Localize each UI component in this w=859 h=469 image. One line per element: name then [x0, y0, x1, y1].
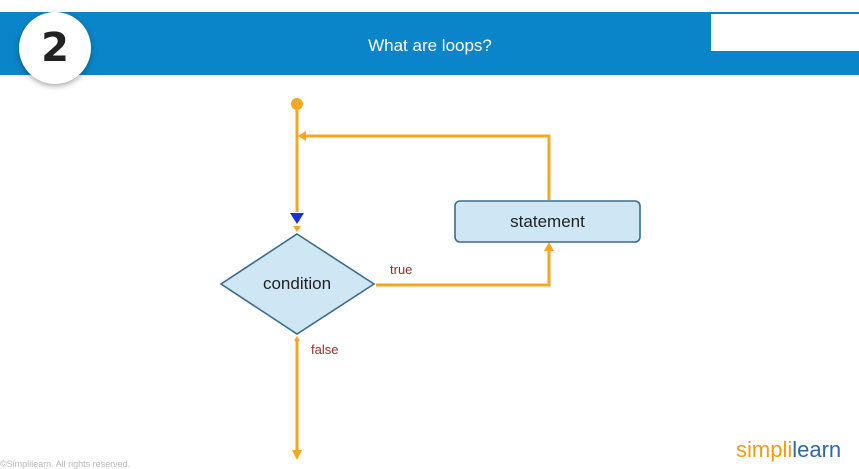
- slide-title: What are loops?: [368, 36, 492, 55]
- brand-part-3: learn: [792, 437, 842, 462]
- statement-box: [454, 200, 641, 243]
- false-label: false: [311, 342, 339, 357]
- entry-arrowhead-tip: [293, 226, 301, 232]
- flow-line-loop-back: [300, 134, 551, 200]
- true-label: true: [390, 262, 413, 277]
- true-arrowhead: [544, 242, 554, 251]
- entry-arrowhead-icon: [290, 213, 304, 224]
- decision-diamond: [219, 233, 376, 335]
- brand-part-1: simpl: [736, 437, 788, 462]
- loop-back-arrowhead: [298, 131, 306, 141]
- statement-label: statement: [510, 212, 585, 231]
- false-start-tick: [294, 336, 300, 341]
- decision-label: condition: [262, 274, 332, 293]
- flow-line-true: [376, 250, 551, 287]
- false-arrowhead: [292, 450, 302, 460]
- header-white-patch: [711, 14, 859, 51]
- slide-number-badge: 2: [19, 12, 91, 84]
- brand-logo: simplilearn: [736, 436, 841, 464]
- slide-number: 2: [41, 25, 69, 71]
- start-node: [291, 98, 303, 110]
- copyright-text: ©Simplilearn. All rights reserved.: [0, 459, 131, 469]
- brand-part-2: i: [787, 437, 793, 462]
